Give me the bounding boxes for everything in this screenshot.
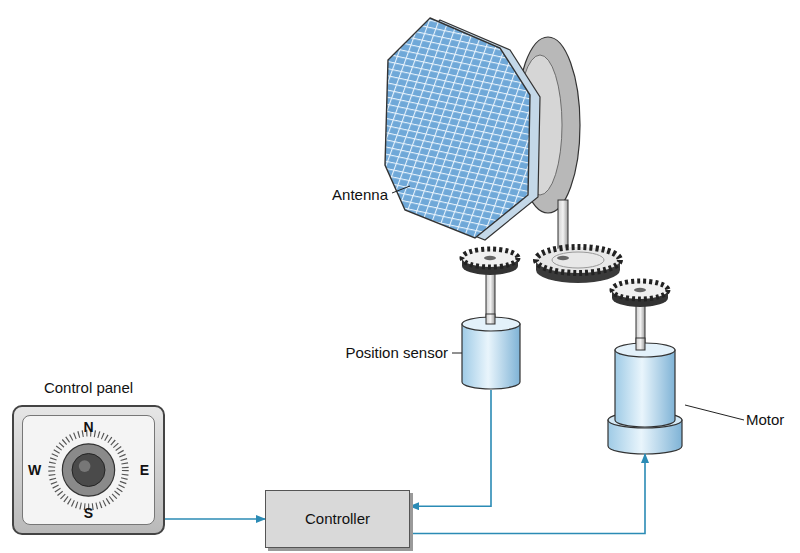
direction-letter: E bbox=[140, 462, 149, 478]
panel-label: Control panel bbox=[44, 379, 133, 397]
part-label: Motor bbox=[746, 411, 784, 429]
drawing-part bbox=[615, 350, 675, 427]
drawing-part bbox=[552, 252, 604, 268]
drawing-part bbox=[557, 256, 569, 260]
drawing-part bbox=[462, 324, 520, 389]
part-label: Antenna bbox=[332, 186, 388, 204]
leader-line bbox=[452, 353, 462, 354]
part-label: Position sensor bbox=[345, 344, 448, 362]
motor: Motor bbox=[608, 338, 682, 454]
controller-box: Controller bbox=[265, 490, 410, 548]
signal-wire bbox=[165, 518, 265, 520]
drawing-part bbox=[385, 18, 530, 238]
controller-label: Controller bbox=[305, 510, 370, 528]
drawing-part bbox=[462, 249, 518, 267]
antenna-plate bbox=[385, 18, 540, 240]
sensor-gear bbox=[462, 249, 518, 324]
drawing-part bbox=[62, 444, 114, 496]
position-sensor: Position sensor bbox=[462, 314, 520, 390]
drawing-part bbox=[79, 460, 91, 472]
drawing-part bbox=[486, 314, 495, 324]
drawing-part bbox=[52, 433, 126, 507]
drawing-part bbox=[72, 454, 105, 487]
antenna-gear bbox=[536, 247, 620, 283]
drawing-part bbox=[634, 288, 646, 292]
control-panel: Control panelNWES bbox=[12, 405, 165, 535]
leader-line bbox=[685, 405, 744, 420]
drawing-part bbox=[636, 338, 645, 350]
drawing-part bbox=[484, 256, 496, 260]
direction-letter: W bbox=[28, 462, 41, 478]
direction-letter: N bbox=[83, 419, 93, 435]
sensor-body bbox=[462, 314, 520, 389]
signal-wire bbox=[410, 390, 491, 506]
signal-wire bbox=[410, 454, 645, 534]
motor-body bbox=[608, 338, 682, 454]
drawing-part bbox=[612, 281, 668, 299]
drawing-part bbox=[536, 247, 620, 273]
direction-letter: S bbox=[84, 505, 93, 521]
leader-line bbox=[392, 186, 410, 193]
